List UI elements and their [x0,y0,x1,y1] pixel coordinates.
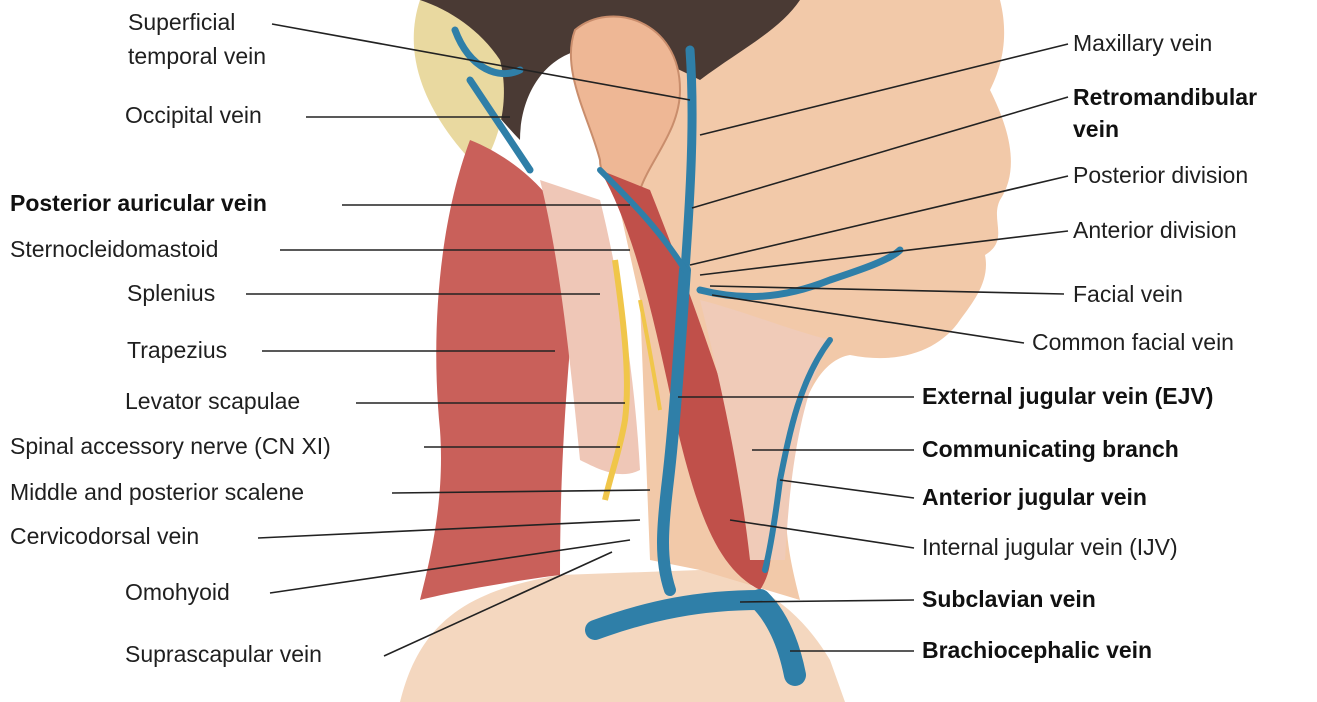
label-suprascapular-vein: Suprascapular vein [125,641,322,668]
label-common-facial-vein: Common facial vein [1032,329,1234,356]
label-facial-vein: Facial vein [1073,281,1183,308]
label-sternocleidomastoid: Sternocleidomastoid [10,236,218,263]
label-omohyoid: Omohyoid [125,579,230,606]
label-posterior-division: Posterior division [1073,162,1248,189]
label-levator-scapulae: Levator scapulae [125,388,300,415]
leader-anterior-jugular [780,480,914,498]
label-anterior-division: Anterior division [1073,217,1237,244]
label-retromandibular-vein-line2: vein [1073,116,1119,143]
label-communicating-branch: Communicating branch [922,436,1179,463]
label-external-jugular-vein: External jugular vein (EJV) [922,383,1213,410]
label-spinal-accessory-nerve: Spinal accessory nerve (CN XI) [10,433,331,460]
label-superficial-temporal-vein-line1: Superficial [128,9,235,36]
label-posterior-auricular-vein: Posterior auricular vein [10,190,267,217]
label-brachiocephalic-vein: Brachiocephalic vein [922,637,1152,664]
label-superficial-temporal-vein-line2: temporal vein [128,43,266,70]
label-internal-jugular-vein: Internal jugular vein (IJV) [922,534,1178,561]
label-retromandibular-vein-line1: Retromandibular [1073,84,1257,111]
label-middle-posterior-scalene: Middle and posterior scalene [10,479,304,506]
label-trapezius: Trapezius [127,337,227,364]
label-cervicodorsal-vein: Cervicodorsal vein [10,523,199,550]
label-anterior-jugular-vein: Anterior jugular vein [922,484,1147,511]
label-splenius: Splenius [127,280,215,307]
label-occipital-vein: Occipital vein [125,102,262,129]
label-maxillary-vein: Maxillary vein [1073,30,1212,57]
label-subclavian-vein: Subclavian vein [922,586,1096,613]
